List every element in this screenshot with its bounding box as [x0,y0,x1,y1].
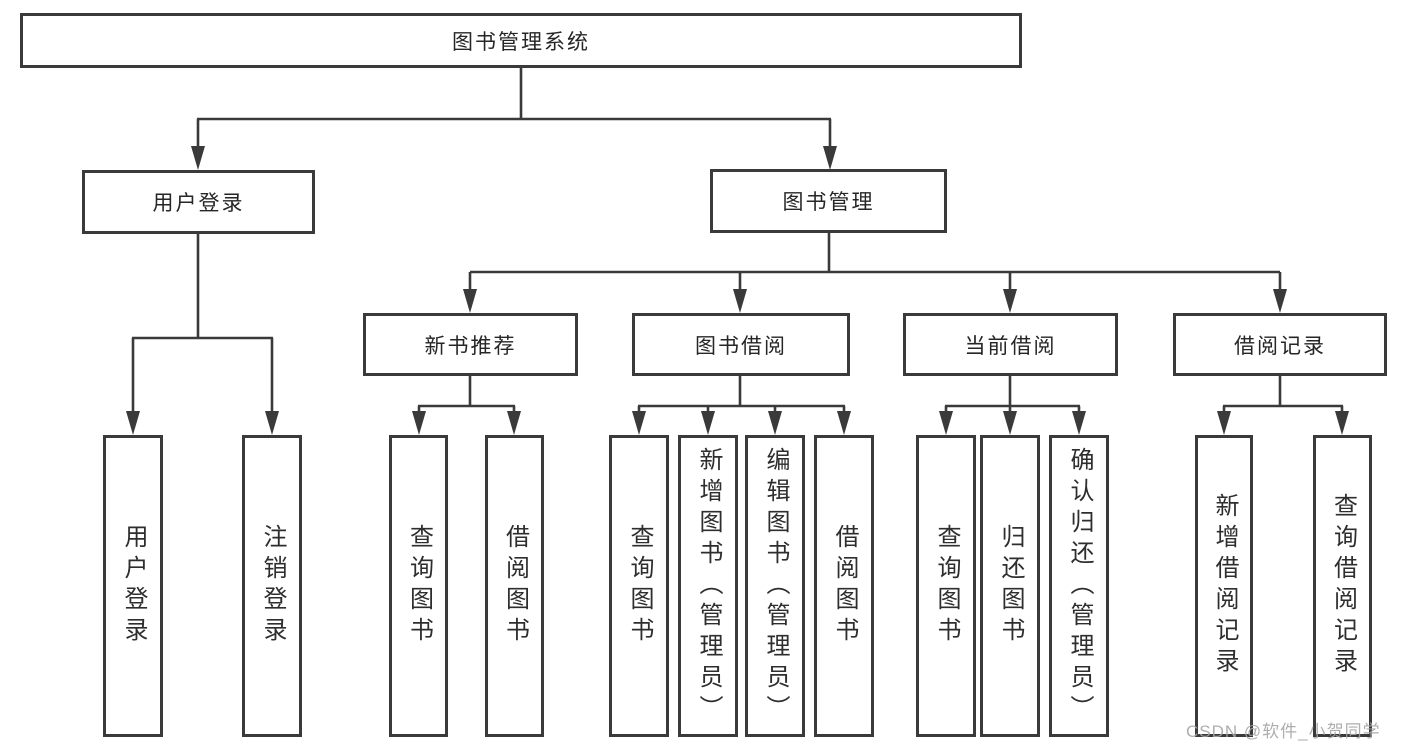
node-library-management-system: 图书管理系统 [20,13,1022,68]
leaf-confirm-return-admin: 确认归还（管理员） [1049,435,1109,737]
node-label: 查询借阅记录 [1329,493,1357,679]
node-label: 新增借阅记录 [1211,493,1238,679]
leaf-add-books-admin: 新增图书（管理员） [678,435,738,737]
node-label: 当前借阅 [964,334,1057,358]
leaf-add-borrow-record: 新增借阅记录 [1195,435,1253,737]
csdn-watermark: CSDN @软件_小贺同学 [1186,722,1381,741]
node-label: 用户登录 [152,192,245,215]
leaf-query-books-current: 查询图书 [916,435,976,737]
node-label: 图书管理 [782,191,875,214]
node-label: 查询图书 [626,524,653,648]
node-label: 借阅记录 [1234,334,1326,358]
leaf-query-borrow-record: 查询借阅记录 [1313,435,1372,737]
node-label: 确认归还（管理员） [1066,446,1093,726]
node-book-management: 图书管理 [710,169,947,233]
node-label: 编辑图书（管理员） [762,446,789,726]
node-label: 借阅图书 [831,524,858,648]
node-label: 新增图书（管理员） [695,446,722,726]
node-label: 注销登录 [259,524,286,648]
node-label: 查询图书 [933,524,960,648]
node-label: 图书借阅 [695,334,787,358]
leaf-user-login: 用户登录 [103,435,163,737]
node-label: 归还图书 [997,524,1024,648]
node-borrowing-records: 借阅记录 [1173,313,1387,376]
node-user-login: 用户登录 [82,170,315,234]
node-label: 用户登录 [120,524,147,648]
node-label: 图书管理系统 [452,30,590,54]
node-book-borrowing: 图书借阅 [632,313,850,376]
node-current-borrowing: 当前借阅 [903,313,1118,376]
leaf-borrow-books: 借阅图书 [814,435,874,737]
leaf-logout: 注销登录 [242,435,302,737]
node-new-book-recommendation: 新书推荐 [363,313,578,376]
node-label: 借阅图书 [501,524,529,648]
leaf-edit-books-admin: 编辑图书（管理员） [745,435,805,737]
leaf-query-books-recommend: 查询图书 [389,435,448,737]
leaf-query-books-borrowing: 查询图书 [609,435,669,737]
leaf-borrow-books-recommend: 借阅图书 [485,435,544,737]
leaf-return-books: 归还图书 [980,435,1040,737]
node-label: 查询图书 [405,524,433,648]
node-label: 新书推荐 [424,334,517,358]
